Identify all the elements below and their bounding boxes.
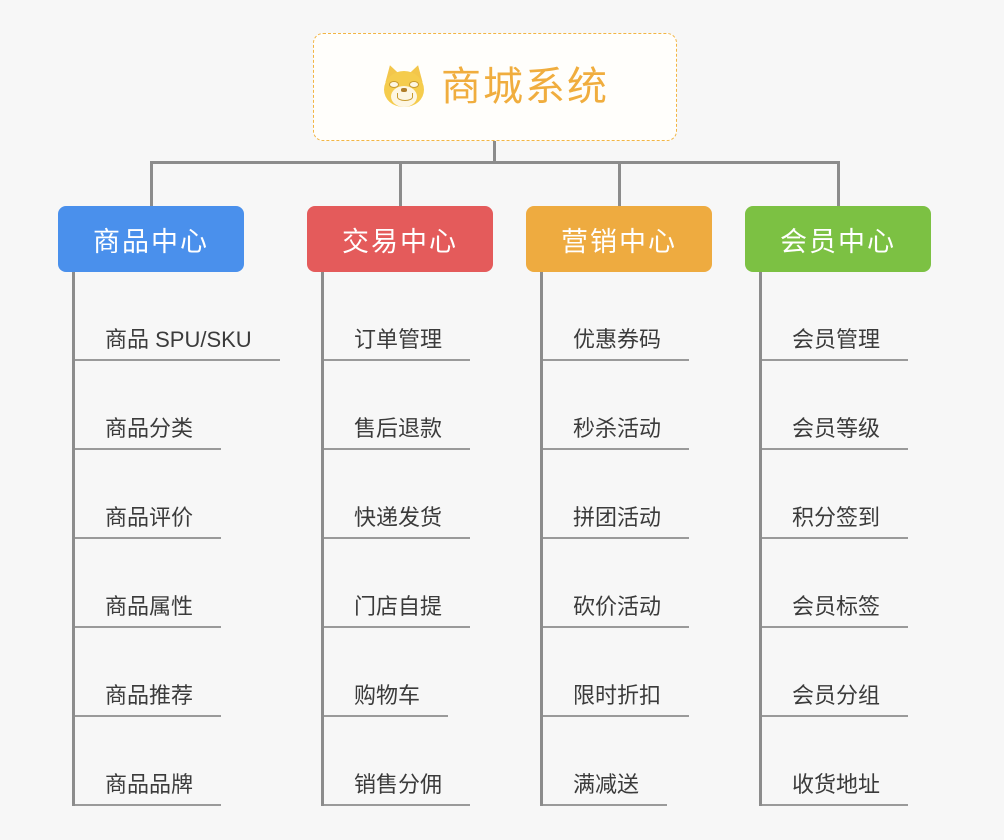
list-item[interactable]: 拼团活动 [543, 450, 712, 539]
category-header-label: 营销中心 [561, 226, 677, 257]
list-item[interactable]: 订单管理 [324, 272, 493, 361]
leaf-label: 优惠券码 [543, 327, 690, 361]
list-item[interactable]: 限时折扣 [543, 628, 712, 717]
leaf-label: 商品评价 [75, 505, 222, 539]
leaf-label: 限时折扣 [543, 683, 690, 717]
leaf-list-member-center: 会员管理 会员等级 积分签到 会员标签 会员分组 收货地址 [759, 272, 931, 806]
category-header-label: 交易中心 [342, 226, 458, 257]
leaf-label: 商品 SPU/SKU [75, 327, 280, 361]
connector-drop-marketing-center [618, 161, 621, 206]
list-item[interactable]: 满减送 [543, 717, 712, 806]
list-item[interactable]: 秒杀活动 [543, 361, 712, 450]
list-item[interactable]: 收货地址 [762, 717, 931, 806]
leaf-label: 会员分组 [762, 683, 909, 717]
leaf-label: 秒杀活动 [543, 416, 690, 450]
leaf-label: 会员标签 [762, 594, 909, 628]
connector-drop-trade-center [399, 161, 402, 206]
connector-root-stem [493, 141, 496, 163]
list-item[interactable]: 商品评价 [75, 450, 244, 539]
shiba-dog-emoji-icon [381, 62, 427, 110]
list-item[interactable]: 商品推荐 [75, 628, 244, 717]
list-item[interactable]: 商品品牌 [75, 717, 244, 806]
connector-drop-product-center [150, 161, 153, 206]
leaf-label: 商品分类 [75, 416, 222, 450]
list-item[interactable]: 商品 SPU/SKU [75, 272, 280, 361]
leaf-label: 砍价活动 [543, 594, 690, 628]
category-header-trade-center[interactable]: 交易中心 [307, 206, 493, 272]
leaf-label: 售后退款 [324, 416, 471, 450]
leaf-label: 商品属性 [75, 594, 222, 628]
list-item[interactable]: 会员标签 [762, 539, 931, 628]
leaf-label: 快递发货 [324, 505, 471, 539]
leaf-label: 商品推荐 [75, 683, 222, 717]
list-item[interactable]: 商品分类 [75, 361, 244, 450]
category-header-member-center[interactable]: 会员中心 [745, 206, 931, 272]
column-product-center: 商品中心 商品 SPU/SKU 商品分类 商品评价 商品属性 商品推荐 商品品牌 [58, 206, 280, 806]
leaf-label: 商品品牌 [75, 772, 222, 806]
leaf-label: 满减送 [543, 772, 668, 806]
leaf-label: 积分签到 [762, 505, 909, 539]
list-item[interactable]: 快递发货 [324, 450, 493, 539]
list-item[interactable]: 会员分组 [762, 628, 931, 717]
category-header-label: 会员中心 [780, 226, 896, 257]
list-item[interactable]: 售后退款 [324, 361, 493, 450]
leaf-label: 购物车 [324, 683, 449, 717]
list-item[interactable]: 商品属性 [75, 539, 244, 628]
category-header-label: 商品中心 [93, 226, 209, 257]
list-item[interactable]: 优惠券码 [543, 272, 712, 361]
connector-horizontal-bar [150, 161, 840, 164]
leaf-label: 门店自提 [324, 594, 471, 628]
list-item[interactable]: 积分签到 [762, 450, 931, 539]
list-item[interactable]: 砍价活动 [543, 539, 712, 628]
leaf-label: 订单管理 [324, 327, 471, 361]
column-member-center: 会员中心 会员管理 会员等级 积分签到 会员标签 会员分组 收货地址 [745, 206, 931, 806]
list-item[interactable]: 会员管理 [762, 272, 931, 361]
list-item[interactable]: 门店自提 [324, 539, 493, 628]
root-node-shop-system[interactable]: 商城系统 [313, 33, 677, 141]
connector-drop-member-center [837, 161, 840, 206]
leaf-list-marketing-center: 优惠券码 秒杀活动 拼团活动 砍价活动 限时折扣 满减送 [540, 272, 712, 806]
list-item[interactable]: 购物车 [324, 628, 493, 717]
leaf-list-trade-center: 订单管理 售后退款 快递发货 门店自提 购物车 销售分佣 [321, 272, 493, 806]
leaf-label: 会员等级 [762, 416, 909, 450]
leaf-label: 收货地址 [762, 772, 909, 806]
column-marketing-center: 营销中心 优惠券码 秒杀活动 拼团活动 砍价活动 限时折扣 满减送 [526, 206, 712, 806]
column-trade-center: 交易中心 订单管理 售后退款 快递发货 门店自提 购物车 销售分佣 [307, 206, 493, 806]
list-item[interactable]: 会员等级 [762, 361, 931, 450]
category-header-marketing-center[interactable]: 营销中心 [526, 206, 712, 272]
leaf-label: 销售分佣 [324, 772, 471, 806]
leaf-label: 拼团活动 [543, 505, 690, 539]
category-header-product-center[interactable]: 商品中心 [58, 206, 244, 272]
leaf-list-product-center: 商品 SPU/SKU 商品分类 商品评价 商品属性 商品推荐 商品品牌 [72, 272, 280, 806]
root-node-title: 商城系统 [441, 65, 609, 109]
leaf-label: 会员管理 [762, 327, 909, 361]
list-item[interactable]: 销售分佣 [324, 717, 493, 806]
